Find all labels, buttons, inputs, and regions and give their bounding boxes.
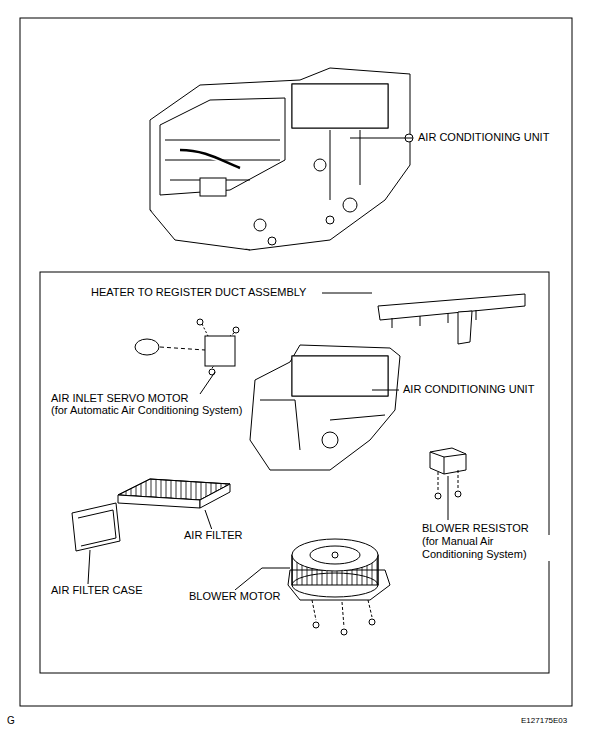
part-label: AIR FILTER <box>183 529 243 542</box>
heater-to-register-duct <box>378 294 525 344</box>
part-label: AIR CONDITIONING UNIT <box>417 131 550 144</box>
leader-line <box>350 138 413 139</box>
page-frame <box>20 18 572 706</box>
part-label: AIR FILTER CASE <box>50 584 143 597</box>
figure-id: E127175E03 <box>520 714 568 727</box>
air-conditioning-unit-assembly <box>150 68 413 250</box>
blower-motor <box>288 539 390 635</box>
leader-line <box>88 550 90 584</box>
page-code: G <box>6 714 16 727</box>
note-text: (for Automatic Air Conditioning System) <box>50 404 243 417</box>
note-text: (for Manual Air Conditioning System) <box>421 535 558 561</box>
air-filter <box>118 479 230 508</box>
leader-line <box>372 390 399 391</box>
leader-line <box>235 568 290 590</box>
part-label: BLOWER MOTOR <box>188 590 281 603</box>
part-label: BLOWER RESISTOR <box>421 522 530 535</box>
air-inlet-servo-motor <box>135 319 239 375</box>
part-label: AIR CONDITIONING UNIT <box>402 383 535 396</box>
part-label: HEATER TO REGISTER DUCT ASSEMBLY <box>90 286 307 299</box>
leader-line <box>322 293 372 294</box>
leader-line <box>200 372 215 394</box>
air-filter-case <box>72 503 120 551</box>
air-conditioning-unit <box>250 345 400 470</box>
leader-line <box>448 476 449 520</box>
leader-line <box>205 510 212 530</box>
detail-frame <box>40 272 549 673</box>
